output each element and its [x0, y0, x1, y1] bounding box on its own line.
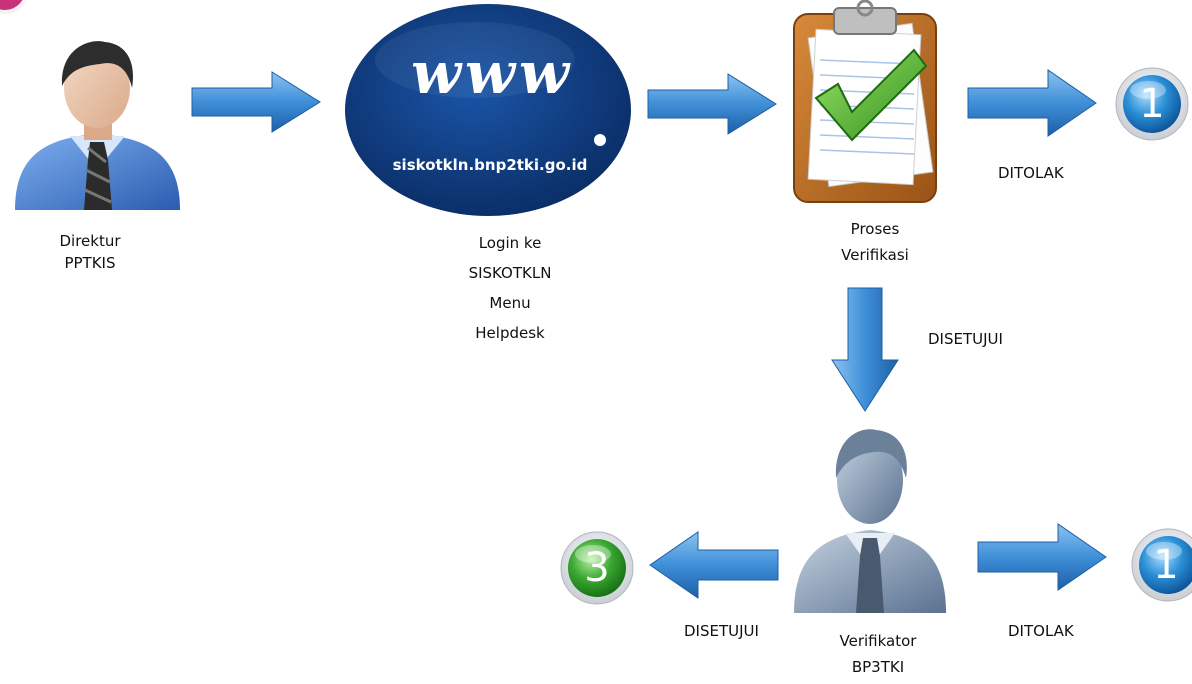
arrow-right-icon	[647, 72, 778, 136]
step-1-bottom-badge-number: 1	[1153, 542, 1179, 588]
website-globe-icon	[345, 0, 635, 220]
direktur-person-icon	[10, 30, 185, 215]
arrow-right-icon	[191, 70, 322, 134]
website-label-line-2: SISKOTKLN	[468, 264, 552, 282]
verifikasi-label-line-2: Verifikasi	[841, 246, 909, 264]
step-1-bottom-badge-icon	[1128, 527, 1192, 603]
ditolak-top-label: DITOLAK	[998, 164, 1064, 182]
verifikator-person-icon	[790, 418, 950, 618]
arrow-right-icon	[977, 522, 1108, 592]
verifikator-label: Verifikator BP3TKI	[818, 630, 938, 678]
website-label-line-1: Login ke	[478, 234, 542, 252]
www-text: www	[411, 39, 573, 107]
verifikator-label-line-2: BP3TKI	[851, 658, 905, 676]
direktur-label: Direktur PPTKIS	[35, 230, 145, 274]
ditolak-bottom-label: DITOLAK	[1008, 622, 1074, 640]
clipboard-check-icon	[790, 0, 940, 205]
verifikasi-label: Proses Verifikasi	[810, 218, 940, 266]
partial-badge-icon	[0, 0, 30, 15]
step-3-badge-number: 3	[584, 545, 610, 591]
verifikator-label-line-1: Verifikator	[839, 632, 917, 650]
step-1-badge-icon	[1112, 66, 1192, 142]
direktur-label-line-2: PPTKIS	[64, 254, 116, 272]
website-url: siskotkln.bnp2tki.go.id	[392, 156, 588, 174]
arrow-down-icon	[830, 287, 900, 413]
website-label-line-3: Menu	[489, 294, 531, 312]
disetujui-left-label: DISETUJUI	[684, 622, 759, 640]
arrow-right-icon	[967, 68, 1098, 138]
direktur-label-line-1: Direktur	[59, 232, 121, 250]
step-1-badge-number: 1	[1139, 81, 1165, 127]
website-label: Login ke SISKOTKLN Menu Helpdesk	[440, 232, 580, 344]
website-label-line-4: Helpdesk	[475, 324, 545, 342]
disetujui-down-label: DISETUJUI	[928, 330, 1003, 348]
arrow-left-icon	[648, 530, 779, 600]
step-3-badge-icon	[557, 530, 637, 606]
verifikasi-label-line-1: Proses	[850, 220, 900, 238]
